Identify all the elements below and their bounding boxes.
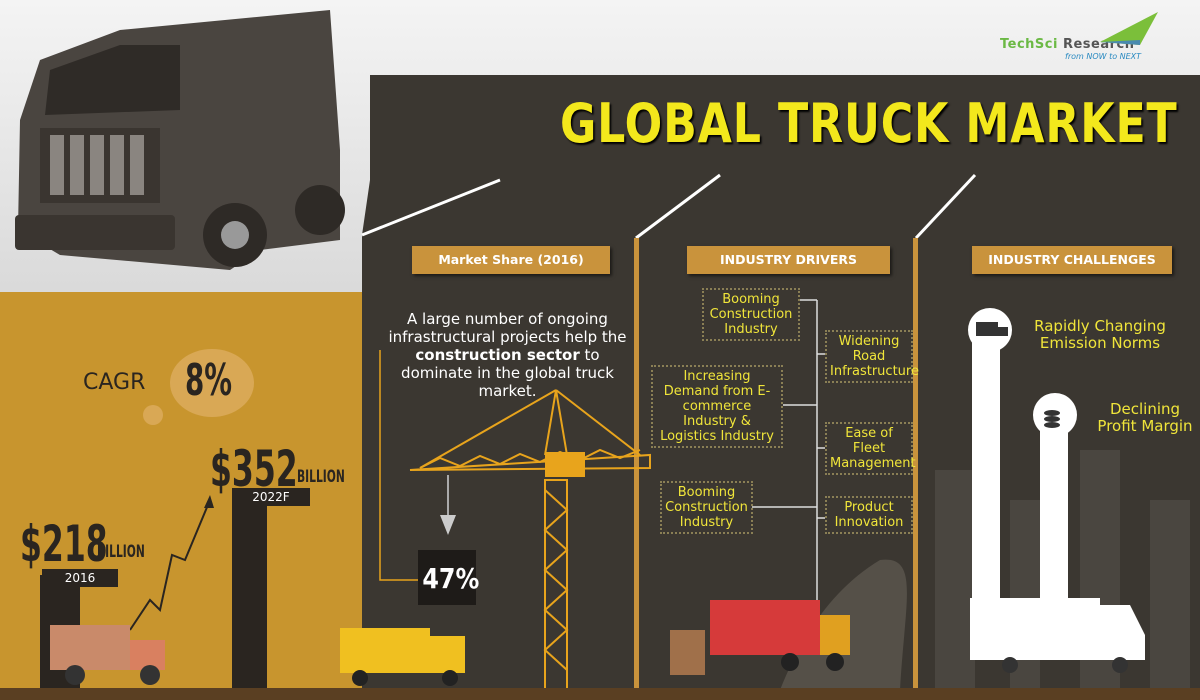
driver-item: Ease of Fleet Management	[825, 422, 916, 475]
year-2016: 2016	[42, 569, 118, 587]
box-truck-icon	[970, 598, 1145, 673]
driver-item: Product Innovation	[825, 496, 913, 534]
cagr-label: CAGR	[83, 370, 146, 395]
truck-illustration	[15, 10, 345, 270]
challenges-header: INDUSTRY CHALLENGES	[972, 246, 1172, 274]
market-share-text: A large number of ongoing infrastructura…	[388, 310, 627, 400]
challenge-item: Rapidly Changing Emission Norms	[1034, 317, 1166, 352]
delivery-truck-icon	[670, 600, 850, 675]
driver-item: Increasing Demand from E-commerce Indust…	[651, 365, 783, 448]
challenge-item: Declining Profit Margin	[1097, 400, 1193, 435]
logo-tagline: from NOW to NEXT	[1065, 52, 1142, 61]
driver-item: Booming Construction Industry	[702, 288, 800, 341]
driver-item: Widening Road Infrastructure	[825, 330, 919, 383]
cagr-value: 8%	[185, 355, 233, 406]
small-truck-icon	[50, 625, 165, 685]
market-share-value: 47%	[422, 562, 480, 595]
unit-2022: BILLION	[297, 467, 345, 487]
market-share-header: Market Share (2016)	[412, 246, 610, 274]
unit-2016: BILLION	[97, 542, 145, 562]
crane-illustration	[409, 389, 651, 691]
logo-mark	[1100, 12, 1158, 45]
drivers-header: INDUSTRY DRIVERS	[687, 246, 890, 274]
dump-truck-icon	[340, 628, 465, 686]
page-title: GLOBAL TRUCK MARKET	[560, 92, 1178, 155]
year-2022: 2022F	[232, 488, 310, 506]
ground-strip	[0, 688, 1200, 700]
value-2016: $218	[20, 515, 108, 573]
driver-item: Booming Construction Industry	[660, 481, 753, 534]
